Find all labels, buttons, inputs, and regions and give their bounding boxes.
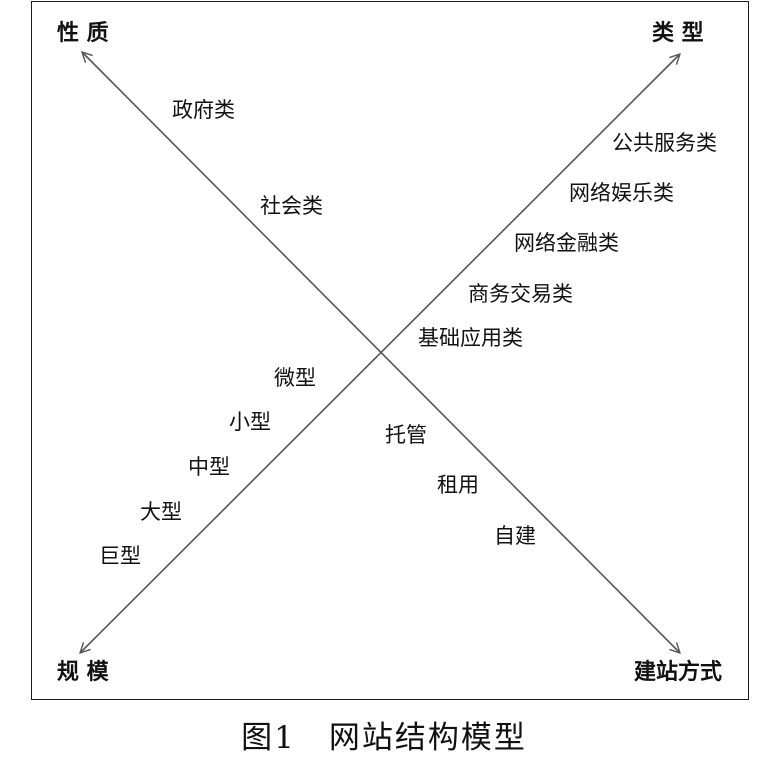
build-item-rental: 租用 xyxy=(437,473,479,497)
scale-item-micro: 微型 xyxy=(274,366,316,390)
nature-item-social: 社会类 xyxy=(260,194,323,218)
build-item-self-built: 自建 xyxy=(494,524,536,548)
build-item-hosting: 托管 xyxy=(385,423,427,447)
type-item-basic-app: 基础应用类 xyxy=(418,326,523,350)
structure-model-diagram: 性 质 类 型 规 模 建站方式 政府类 社会类 公共服务类 网络娱乐类 网络金… xyxy=(57,21,722,685)
scale-item-medium: 中型 xyxy=(188,455,230,479)
type-item-public-service: 公共服务类 xyxy=(612,131,717,155)
corner-label-build: 建站方式 xyxy=(634,659,722,685)
scale-item-large: 大型 xyxy=(140,500,182,524)
corner-label-nature: 性 质 xyxy=(57,21,109,46)
type-item-entertainment: 网络娱乐类 xyxy=(569,181,674,205)
corner-label-scale: 规 模 xyxy=(57,660,110,685)
axis-scale-type xyxy=(80,54,680,653)
type-item-finance: 网络金融类 xyxy=(514,231,619,255)
type-item-commerce: 商务交易类 xyxy=(468,282,573,306)
corner-label-type: 类 型 xyxy=(652,21,704,46)
figure-caption: 图1 网站结构模型 xyxy=(241,720,527,756)
scale-item-small: 小型 xyxy=(229,410,271,434)
scale-item-huge: 巨型 xyxy=(99,544,141,568)
nature-item-government: 政府类 xyxy=(172,98,235,122)
